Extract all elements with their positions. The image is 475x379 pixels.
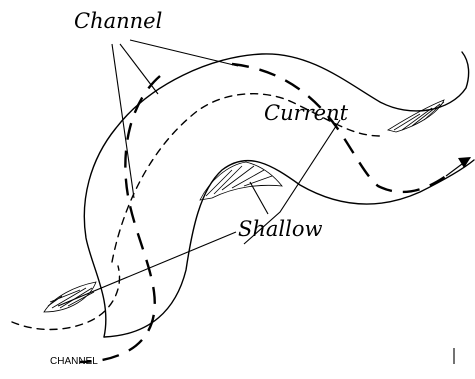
inner-bank-lower: [103, 159, 475, 338]
outer-bank-upper: [83, 51, 470, 338]
channel-leader-middle: [119, 43, 159, 95]
shallow-label: Shallow: [238, 217, 323, 241]
channel-thalweg-line: [79, 75, 161, 364]
current-label: Current: [264, 101, 349, 125]
shallow-hatch-middle: [199, 161, 283, 201]
current-leader: [243, 119, 341, 245]
channel-thalweg-line-upper: [231, 62, 447, 194]
shallow-hatch-right: [386, 99, 445, 133]
channel-caption: CHANNEL: [50, 356, 98, 367]
shallow-leader-middle: [249, 181, 269, 215]
shallow-leader-left: [57, 231, 237, 307]
channel-label: Channel: [74, 9, 162, 33]
channel-leader-left: [111, 43, 135, 199]
channel-leader-right: [129, 39, 239, 67]
shallow-edge-lower: [11, 265, 121, 331]
current-arrow-head: [458, 157, 471, 168]
shallow-hatch-left: [43, 281, 97, 313]
